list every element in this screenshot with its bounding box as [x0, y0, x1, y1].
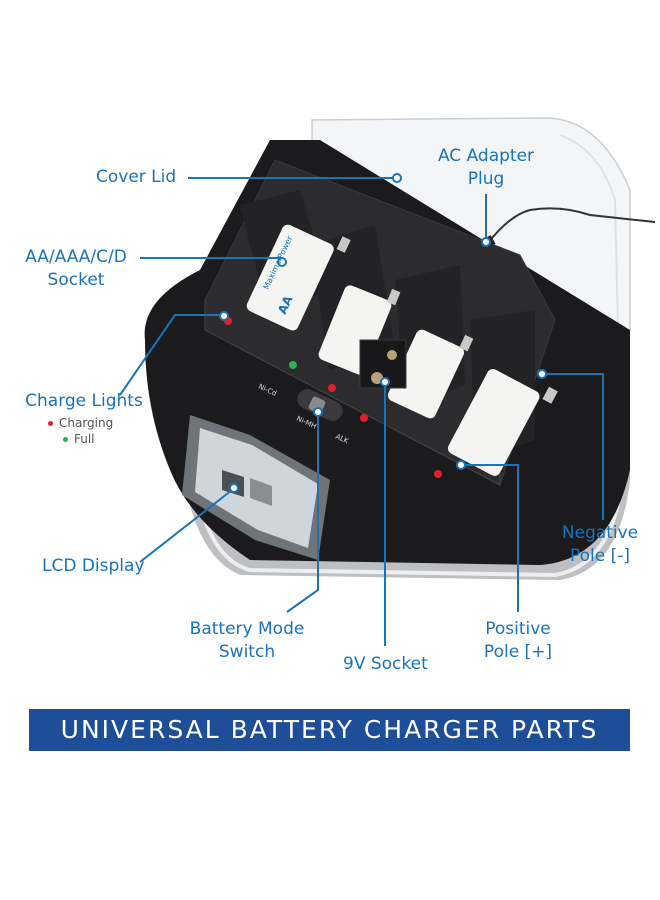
label-battery-mode: Battery Mode Switch [185, 618, 309, 664]
label-socket-line1: AA/AAA/C/D [25, 247, 127, 267]
label-positive-line2: Pole [+] [483, 642, 553, 662]
legend-charging-text: Charging [59, 416, 114, 430]
charge-lights [224, 317, 442, 478]
label-charge-lights: Charge Lights [22, 390, 146, 413]
label-battery-mode-line2: Switch [218, 642, 276, 662]
label-nine-v: 9V Socket [343, 653, 428, 676]
label-socket: AA/AAA/C/D Socket [15, 246, 137, 292]
label-cover-lid-text: Cover Lid [96, 167, 177, 187]
banner-title: UNIVERSAL BATTERY CHARGER PARTS [60, 715, 599, 744]
label-ac-adapter-line2: Plug [467, 169, 505, 189]
battery-2 [318, 285, 401, 375]
label-ac-adapter-line1: AC Adapter [437, 146, 535, 166]
charging-dot-icon [48, 421, 53, 426]
label-negative: Negative Pole [-] [556, 522, 644, 568]
label-lcd-display-text: LCD Display [42, 556, 145, 576]
legend-full-text: Full [74, 432, 95, 446]
label-negative-line1: Negative [561, 523, 639, 543]
battery-1 [246, 224, 351, 331]
label-positive: Positive Pole [+] [478, 618, 558, 664]
title-banner: UNIVERSAL BATTERY CHARGER PARTS [29, 709, 630, 751]
label-charge-lights-text: Charge Lights [25, 391, 143, 411]
battery-3 [387, 329, 474, 419]
full-dot-icon [63, 437, 68, 442]
battery-4 [447, 369, 558, 476]
label-battery-mode-line1: Battery Mode [189, 619, 305, 639]
label-nine-v-text: 9V Socket [343, 654, 428, 674]
legend-full: Full [63, 431, 95, 447]
label-socket-line2: Socket [47, 270, 105, 290]
label-positive-line1: Positive [485, 619, 551, 639]
label-negative-line2: Pole [-] [569, 546, 631, 566]
label-cover-lid: Cover Lid [96, 166, 176, 189]
legend-charging: Charging [48, 415, 113, 431]
ac-cable [487, 207, 656, 244]
label-ac-adapter: AC Adapter Plug [430, 145, 542, 191]
leader-lines [119, 173, 604, 646]
label-lcd-display: LCD Display [42, 555, 145, 578]
